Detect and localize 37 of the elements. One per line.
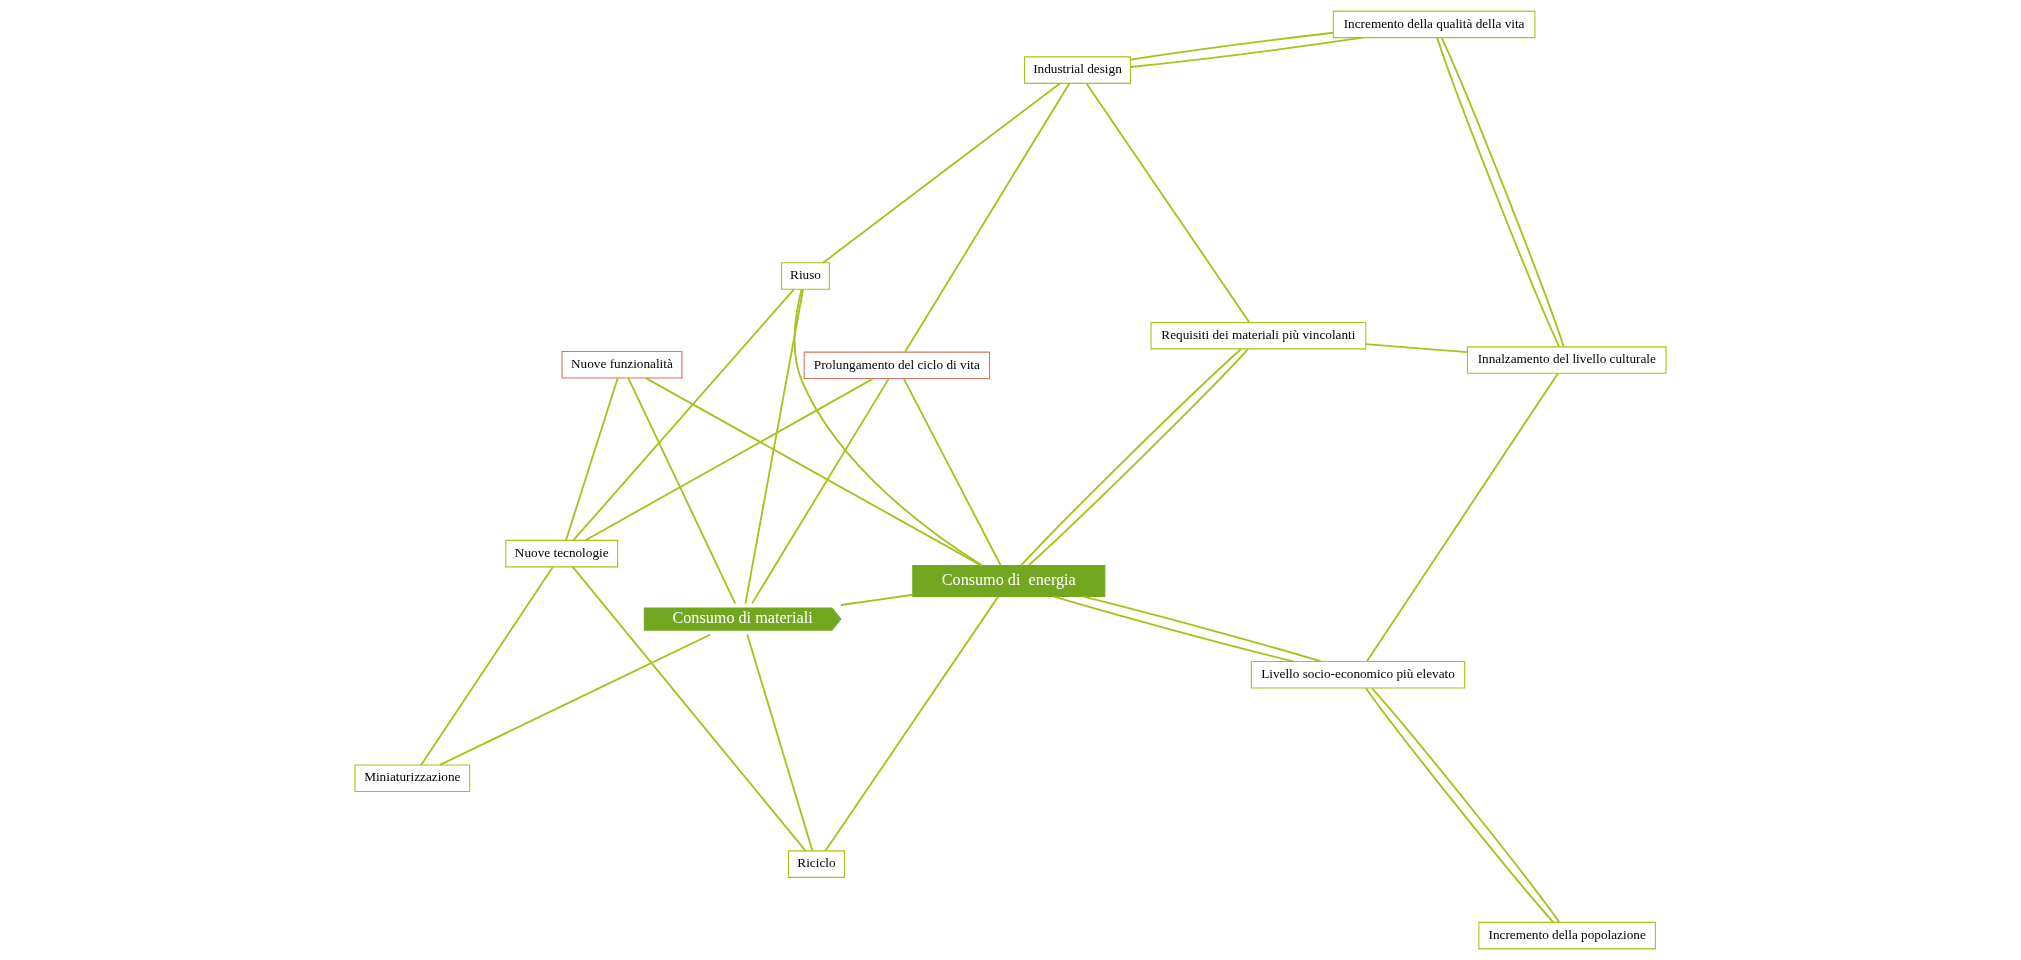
connector: [824, 595, 1000, 852]
node-box: Innalzamento del livello culturale: [1466, 346, 1667, 374]
connector: [1081, 595, 1322, 663]
connector: [746, 633, 814, 852]
connector: [904, 82, 1071, 353]
connector: [1129, 31, 1335, 61]
node-box: Riuso: [781, 262, 830, 290]
connector: [902, 377, 1002, 567]
node-box: Riciclo: [787, 850, 845, 878]
connector: [1085, 82, 1251, 324]
connector: [751, 377, 890, 605]
connector: [572, 288, 795, 542]
connector: [1052, 595, 1295, 663]
connector: [840, 593, 914, 606]
connector: [565, 377, 619, 542]
connector: [627, 377, 737, 605]
connector: [420, 566, 554, 766]
node-box: Industrial design: [1023, 56, 1131, 84]
connector: [584, 377, 875, 542]
connector: [571, 566, 807, 852]
node-box: Prolungamento del ciclo di vita: [803, 351, 991, 380]
node-box: Incremento della qualità della vita: [1332, 10, 1536, 39]
node-box: Nuove funzionalità: [561, 350, 683, 379]
node-box: Consumo di energia: [912, 565, 1106, 597]
node-box: Incremento della popolazione: [1478, 921, 1656, 950]
connector: [644, 377, 982, 567]
connector: [744, 288, 804, 605]
connector: [1364, 343, 1469, 354]
connector: [439, 633, 712, 766]
node-box: Requisiti dei materiali più vincolanti: [1150, 321, 1367, 350]
node-box: Nuove tecnologie: [505, 539, 619, 568]
node-box: Miniaturizzazione: [354, 764, 471, 792]
connector: [1366, 372, 1559, 663]
connector: [1129, 36, 1364, 68]
connector: [822, 82, 1061, 264]
connector: [793, 288, 984, 567]
node-box: Livello socio-economico più elevato: [1250, 660, 1466, 689]
